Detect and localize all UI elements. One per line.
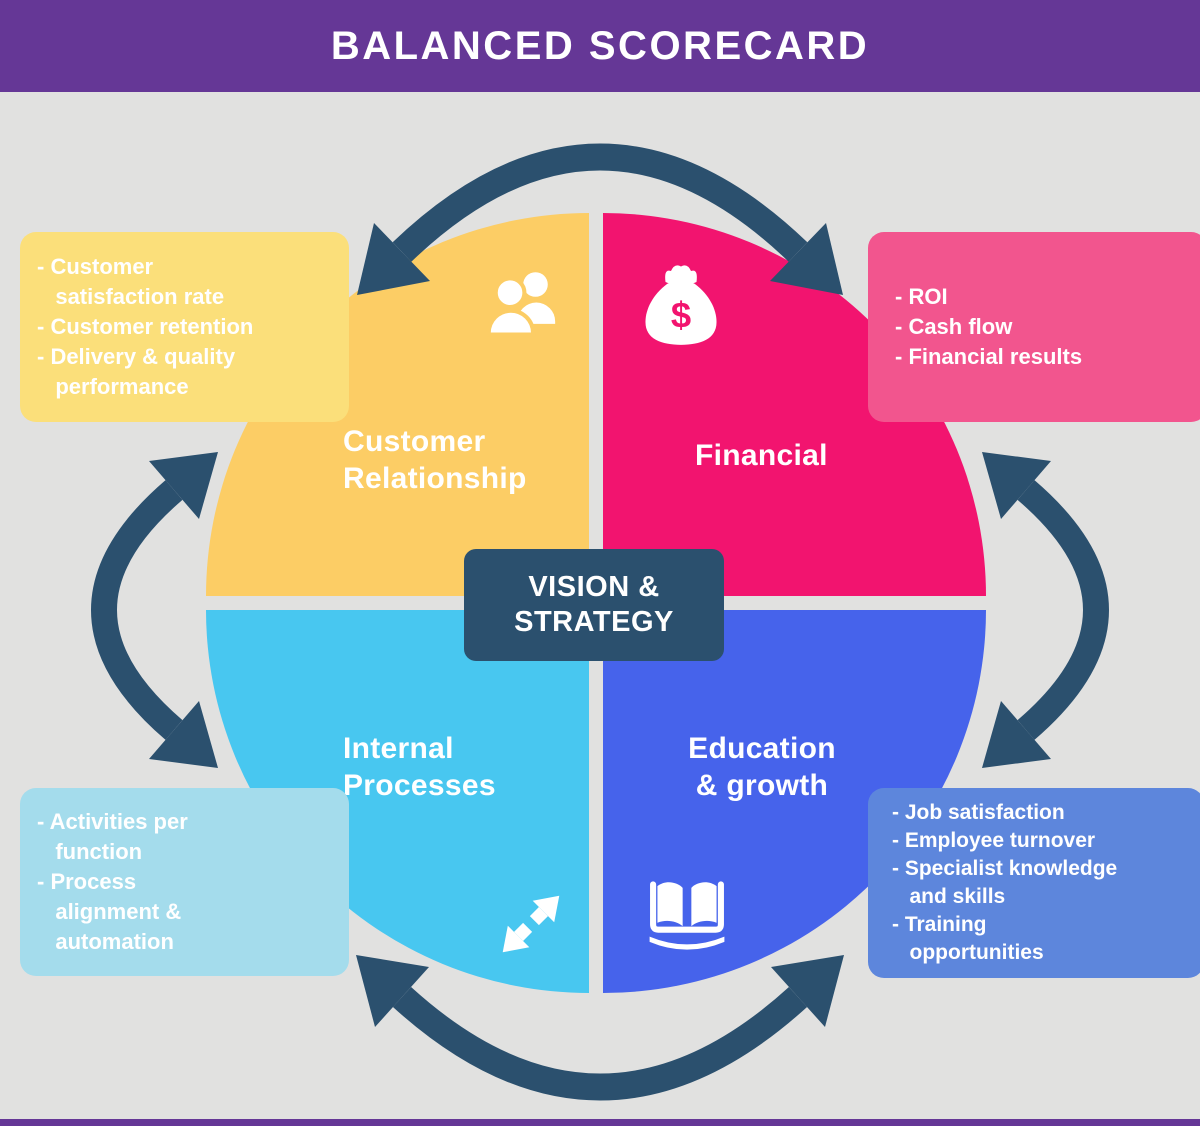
cycle-arrow-right	[982, 452, 1109, 768]
book-left-page	[657, 882, 683, 927]
arrow-arc	[91, 480, 183, 740]
callout-internal-processes: - Activities per function - Process alig…	[20, 788, 349, 976]
arrowhead-right	[771, 955, 844, 1027]
callout-line: - Job satisfaction	[892, 801, 1065, 824]
arrowhead-down	[149, 701, 218, 768]
label-line-2: Processes	[343, 769, 496, 802]
callout-financial: - ROI - Cash flow - Financial results	[868, 232, 1200, 422]
header-bar: BALANCED SCORECARD	[0, 0, 1200, 92]
callout-line: alignment &	[37, 899, 182, 924]
cycle-arrow-top	[357, 143, 843, 295]
callout-line: function	[37, 839, 143, 864]
arrowhead-left	[357, 223, 430, 295]
callout-line: - ROI	[895, 284, 948, 309]
arrowhead-up	[982, 452, 1051, 519]
people-icon	[486, 272, 556, 337]
callout-line: - Cash flow	[895, 314, 1013, 339]
label-line-2: & growth	[695, 769, 829, 802]
cycle-arrow-bottom	[356, 955, 844, 1101]
arrow-arc	[392, 987, 808, 1101]
callout-line: satisfaction rate	[37, 284, 225, 309]
label-line-1: Financial	[695, 439, 828, 472]
book-right-page	[691, 882, 717, 927]
label-line-2: Relationship	[343, 462, 527, 495]
book-base	[649, 936, 725, 950]
money-bag-tie	[665, 265, 697, 286]
callout-line: - Delivery & quality	[37, 344, 236, 369]
vision-strategy-box: VISION & STRATEGY	[464, 549, 724, 661]
quadrant-label-customer-relationship: Customer Relationship	[343, 423, 527, 497]
callout-line: - Customer	[37, 254, 154, 279]
callout-line: - Financial results	[895, 344, 1083, 369]
callout-line: - Specialist knowledge	[892, 857, 1118, 880]
back-person-head	[523, 272, 548, 297]
cycle-arrow-left	[91, 452, 218, 768]
callout-line: - Process	[37, 869, 137, 894]
quadrant-label-internal-processes: Internal Processes	[343, 730, 496, 804]
callout-line: - Training	[892, 913, 987, 936]
arrow-arc	[392, 143, 808, 262]
callout-line: and skills	[892, 885, 1006, 908]
callout-line: automation	[37, 929, 174, 954]
label-line-1: Customer	[343, 425, 486, 458]
book-cover	[650, 881, 724, 933]
label-line-1: Education	[688, 732, 836, 765]
vision-line-2: STRATEGY	[514, 606, 674, 638]
page-title: BALANCED SCORECARD	[330, 23, 870, 68]
open-book-icon	[649, 881, 725, 950]
arrowhead-down	[982, 701, 1051, 768]
dollar-sign: $	[671, 295, 691, 336]
front-person-head	[493, 276, 527, 310]
callout-line: performance	[37, 374, 189, 399]
front-person-body	[486, 308, 536, 337]
arrowhead-sw	[502, 925, 530, 953]
arrowhead-left	[356, 955, 429, 1027]
money-bag-body	[645, 281, 717, 345]
arrowhead-up	[149, 452, 218, 519]
callout-line: opportunities	[892, 941, 1044, 964]
money-bag-icon: $	[645, 265, 717, 345]
quadrant-label-financial: Financial	[695, 437, 828, 474]
arrow-arc	[1017, 480, 1109, 740]
double-arrow-icon	[502, 895, 560, 953]
callout-line: - Employee turnover	[892, 829, 1096, 852]
callout-education-growth: - Job satisfaction - Employee turnover -…	[868, 788, 1200, 978]
footer-bar	[0, 1119, 1200, 1126]
callout-line: - Activities per	[37, 809, 188, 834]
quadrant-label-education-growth: Education & growth	[672, 730, 852, 804]
arrowhead-ne	[532, 895, 560, 923]
callout-customer-relationship: - Customer satisfaction rate - Customer …	[20, 232, 349, 422]
vision-line-1: VISION &	[528, 571, 660, 603]
label-line-1: Internal	[343, 732, 454, 765]
callout-line: - Customer retention	[37, 314, 254, 339]
arrowhead-right	[770, 223, 843, 295]
